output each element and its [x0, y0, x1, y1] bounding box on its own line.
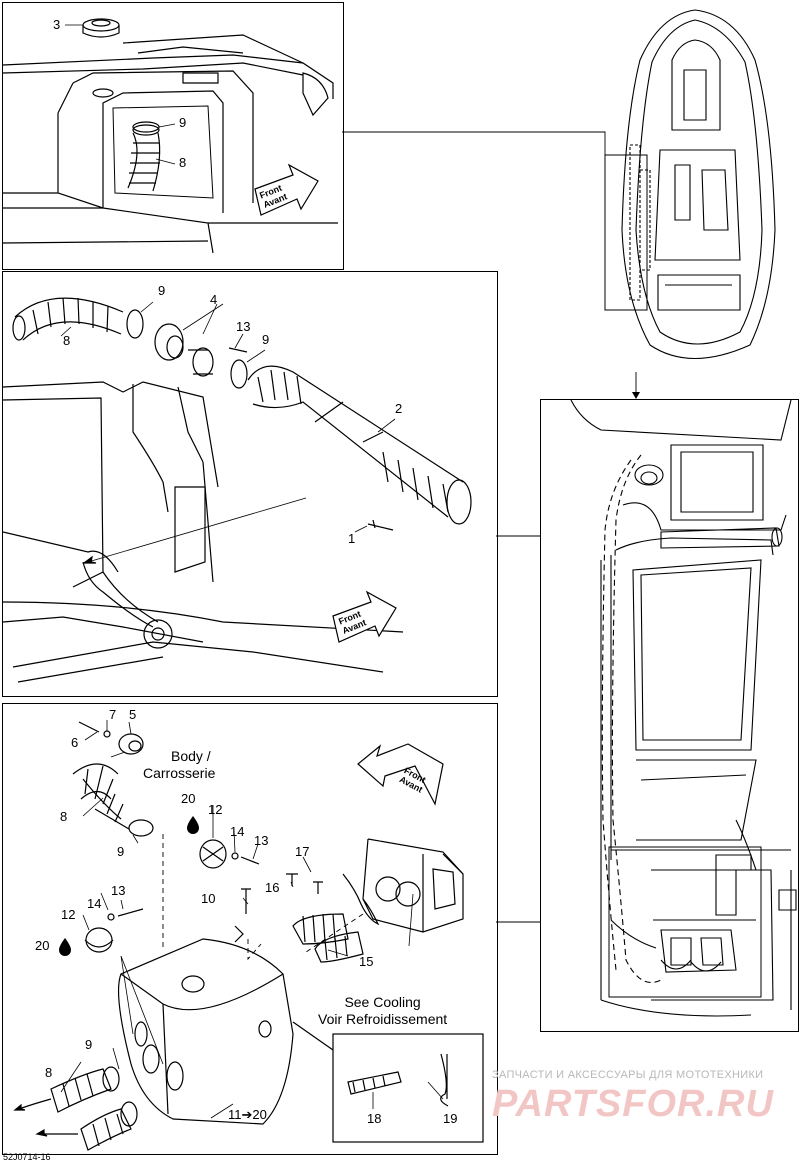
front-arrow-middle [332, 590, 397, 643]
callout-18: 18 [367, 1111, 382, 1126]
front-arrow-top [254, 163, 319, 216]
callout-13: 13 [236, 319, 251, 334]
body-note: Body / Carrosserie [143, 748, 216, 781]
middle-detail-drawing [3, 297, 472, 683]
callout-6: 6 [71, 735, 79, 750]
callout-9-upper: 9 [117, 844, 125, 859]
callout-1: 1 [348, 531, 356, 546]
callout-20-upper: 20 [181, 791, 196, 806]
right-overview-panel [540, 399, 799, 1032]
callout-13-upper: 13 [254, 833, 269, 848]
drawing-reference-code: 52J0714-16 [3, 1152, 51, 1162]
callout-9-lower: 9 [85, 1037, 93, 1052]
cooling-reference-note: See Cooling Voir Refroidissement [318, 994, 448, 1027]
watermark-tagline: ЗАПЧАСТИ И АКСЕССУАРЫ ДЛЯ МОТОТЕХНИКИ [492, 1069, 764, 1081]
callout-4: 4 [210, 292, 218, 307]
callout-9-upper: 9 [158, 283, 166, 298]
callout-9: 9 [179, 115, 187, 130]
craft-overview-drawing [604, 9, 776, 359]
callout-13-lower: 13 [111, 883, 126, 898]
callout-14-upper: 14 [230, 824, 245, 839]
callout-17: 17 [295, 844, 310, 859]
callout-12-lower: 12 [61, 907, 76, 922]
callout-9-lower: 9 [262, 332, 270, 347]
oil-drop-icon-upper [187, 816, 199, 834]
callout-11-to-20: 11➔20 [228, 1107, 267, 1122]
bottom-detail-drawing [13, 720, 484, 1151]
top-detail-drawing [3, 18, 338, 254]
right-overview-drawing [570, 400, 797, 1017]
callout-15: 15 [359, 954, 374, 969]
callout-8-lower: 8 [45, 1065, 53, 1080]
callout-8: 8 [179, 155, 187, 170]
callout-20-lower: 20 [35, 938, 50, 953]
callout-3: 3 [53, 17, 61, 32]
callout-12-upper: 12 [208, 802, 223, 817]
callout-5: 5 [129, 707, 137, 722]
callout-19: 19 [443, 1111, 458, 1126]
oil-drop-icon-lower [59, 938, 71, 956]
callout-16: 16 [265, 880, 280, 895]
callout-7: 7 [109, 707, 117, 722]
callout-8: 8 [63, 333, 71, 348]
callout-2: 2 [395, 401, 403, 416]
bottom-detail-panel: Body / Carrosserie See Cooling Voir Refr… [2, 703, 498, 1155]
watermark-logo: PARTSFOR.RU [492, 1083, 774, 1125]
callout-10: 10 [201, 891, 216, 906]
callout-8-upper: 8 [60, 809, 68, 824]
front-arrow-bottom [357, 743, 444, 806]
callout-14-lower: 14 [87, 896, 102, 911]
